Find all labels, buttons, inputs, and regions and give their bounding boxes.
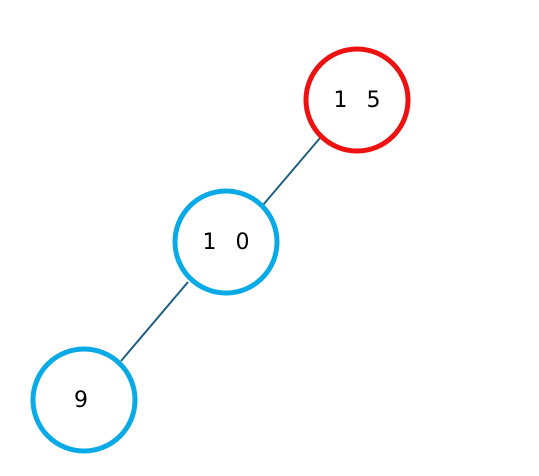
edge-10-to-9 <box>120 281 189 362</box>
node-label: 9 <box>74 388 94 413</box>
tree-node-9: 9 <box>30 346 138 454</box>
node-label: 1 0 <box>203 230 256 255</box>
node-circle <box>303 46 411 154</box>
node-label: 1 5 <box>334 88 387 113</box>
node-circle <box>30 346 138 454</box>
edge-15-to-10 <box>262 137 321 206</box>
edge-layer <box>120 137 321 362</box>
tree-node-10: 1 0 <box>172 188 280 296</box>
node-circle <box>172 188 280 296</box>
tree-node-15: 1 5 <box>303 46 411 154</box>
